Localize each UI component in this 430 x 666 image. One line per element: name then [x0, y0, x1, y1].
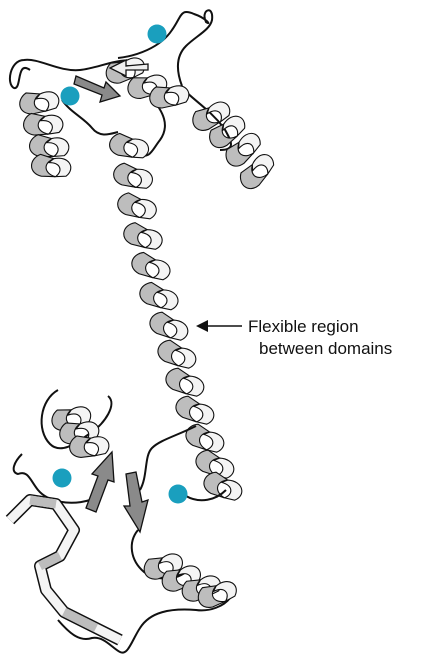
calcium-ion-icon	[148, 25, 167, 44]
c-lobe-helix-g	[142, 552, 239, 609]
calcium-ion-icon	[169, 485, 188, 504]
c-lobe-loop	[14, 454, 90, 503]
central-linker-helix	[107, 130, 245, 507]
calcium-ion-icon	[61, 87, 80, 106]
annotation-line-2: between domains	[248, 338, 392, 360]
c-lobe-strand-arrow	[86, 452, 114, 512]
annotation-line-1: Flexible region	[248, 316, 392, 338]
n-lobe-helix-a	[20, 92, 73, 183]
c-lobe-loop	[186, 490, 226, 500]
arrow-left-icon	[196, 320, 242, 332]
c-lobe-helix-e	[51, 406, 110, 460]
n-lobe-loop	[118, 10, 212, 86]
flexible-region-label: Flexible region between domains	[248, 316, 392, 360]
n-lobe	[10, 10, 280, 193]
calcium-ion-icon	[53, 469, 72, 488]
c-lobe-helix-f	[10, 500, 120, 640]
n-lobe-helix-c	[189, 99, 279, 193]
